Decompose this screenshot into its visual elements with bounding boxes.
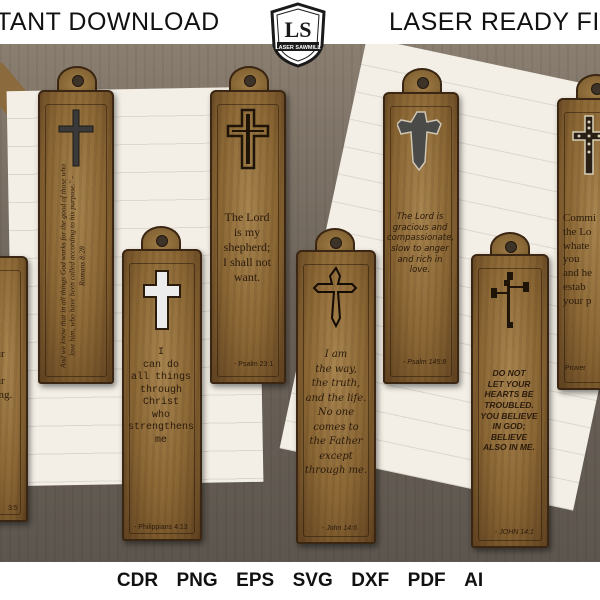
bookmark-border [217,104,279,377]
bookmark-verse: ıst d our T our ding. [0,320,13,401]
format-pdf: PDF [407,570,446,591]
bookmark-hole [72,75,84,87]
laser-sawmill-logo: LS LASER SAWMILL [270,2,326,68]
bookmark-proverbs-right: Commi the Lo whate you and he estab your… [557,98,600,390]
format-eps: EPS [236,570,275,591]
bookmark-hole [156,235,168,247]
format-cdr: CDR [116,570,159,591]
cross-icon [58,109,94,167]
bookmark-border [0,270,21,515]
bookmark-reference: - Psalm 23:1 [234,361,274,368]
logo-text: LASER SAWMILL [275,45,321,51]
bookmark-psalm-145: The Lord is gracious and compassionate, … [383,92,459,384]
cross-icon [313,266,358,328]
logo-letters: LS [285,17,312,42]
format-svg: SVG [292,570,333,591]
bookmark-reference: - Philippians 4:13 [134,524,188,531]
cross-icon [397,111,442,172]
product-photo: ıst d our T our ding. 3:5 And we know th… [0,44,600,562]
bookmark-reference: - Psalm 145:8 [403,359,447,366]
bookmark-hole [505,241,517,253]
bookmark-psalm-23: The Lord is my shepherd; I shall not wan… [210,90,286,384]
bookmark-verse: I am the way, the truth, and the life. N… [304,349,368,476]
format-ai: AI [464,570,484,591]
bookmark-border [390,106,452,377]
bookmark-hole [244,75,256,87]
laser-ready-label: LASER READY FIL [389,8,600,36]
format-dxf: DXF [351,570,390,591]
bookmark-philippians: I can do all things through Christ who s… [122,249,202,541]
bookmark-reference: - John 14:6 [322,525,358,532]
bookmark-john-14-6: I am the way, the truth, and the life. N… [296,250,376,544]
bookmark-john-14-1: DO NOT LET YOUR HEARTS BE TROUBLED. YOU … [471,254,549,548]
bookmark-verse: And we know that in all things God works… [58,163,87,369]
bookmark-reference: - JOHN 14:1 [495,529,534,536]
bookmark-verse: The Lord is gracious and compassionate, … [387,212,455,276]
bookmark-verse: DO NOT LET YOUR HEARTS BE TROUBLED. YOU … [480,368,538,453]
bookmark-verse: Commi the Lo whate you and he estab your… [563,212,597,307]
cross-icon [226,108,270,170]
bookmark-hole [591,83,600,95]
cross-icon [572,115,600,175]
bookmark-romans: And we know that in all things God works… [38,90,114,384]
bookmark-reference: Prover [565,365,586,372]
bookmark-verse: The Lord is my shepherd; I shall not wan… [223,210,271,284]
bookmark-border [478,268,542,541]
bookmark-hole [417,77,429,89]
bookmark-hole [330,237,342,249]
file-formats-bar: CDR PNG EPS SVG DXF PDF AI [0,562,600,600]
cross-icon [143,270,181,330]
bookmark-border [303,264,369,537]
bookmark-reference: 3:5 [8,505,18,512]
instant-download-label: TANT DOWNLOAD [0,8,220,36]
bookmark-verse: I can do all things through Christ who s… [127,347,194,446]
format-png: PNG [176,570,218,591]
bookmark-border [564,112,600,383]
bookmark-border [45,104,107,377]
bookmark-proverbs-left: ıst d our T our ding. 3:5 [0,256,28,522]
bookmark-border [129,263,195,534]
cross-icon [491,272,529,328]
